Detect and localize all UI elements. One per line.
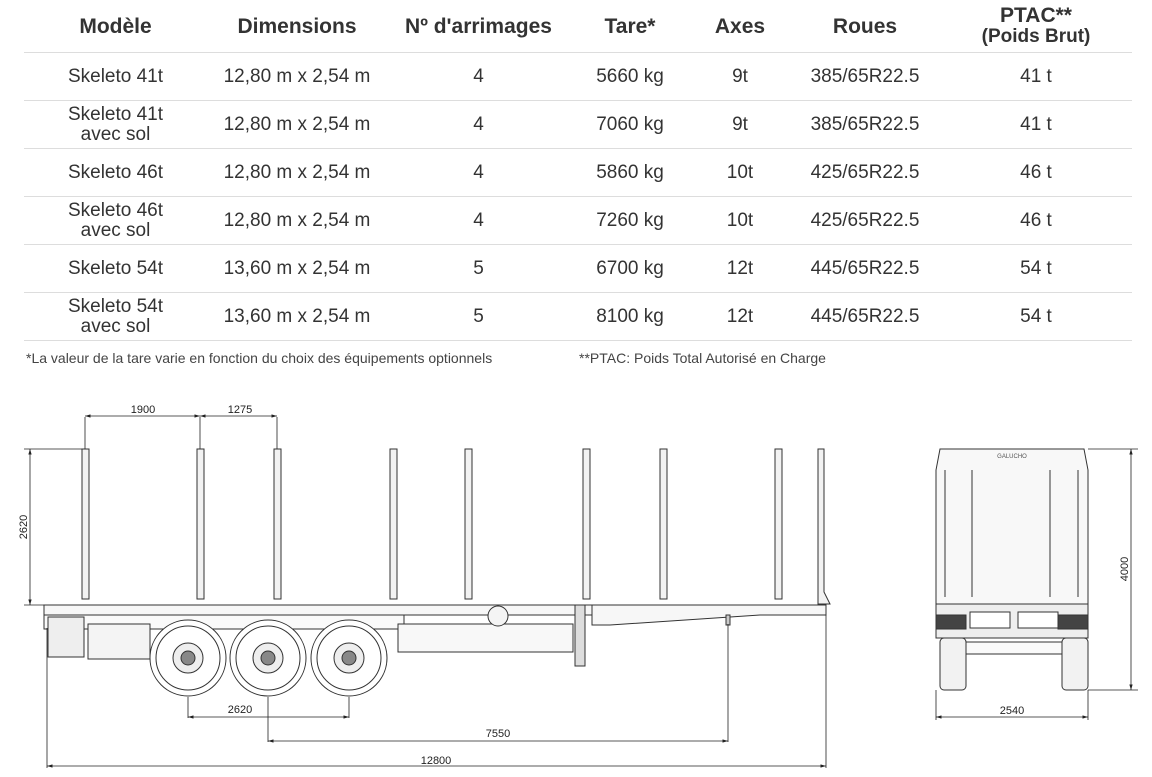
cell-tare: 5860 kg	[570, 148, 690, 197]
dim-wheelbase: 7550	[486, 728, 510, 740]
cell-axes: 10t	[690, 196, 790, 245]
cell-roues: 445/65R22.5	[790, 292, 940, 341]
header-dimensions: Dimensions	[207, 0, 387, 53]
cell-arrimages: 4	[387, 196, 570, 245]
cell-arrimages: 4	[387, 100, 570, 149]
header-model: Modèle	[24, 0, 207, 53]
tare-footnote: *La valeur de la tare varie en fonction …	[26, 350, 493, 366]
ptac-footnote: **PTAC: Poids Total Autorisé en Charge	[579, 350, 826, 366]
cell-arrimages: 5	[387, 244, 570, 293]
header-arrimages: Nº d'arrimages	[387, 0, 570, 53]
header-ptac-sub: (Poids Brut)	[981, 26, 1091, 47]
cell-arrimages: 5	[387, 292, 570, 341]
header-roues: Roues	[790, 0, 940, 53]
header-tare: Tare*	[570, 0, 690, 53]
cell-axes: 10t	[690, 148, 790, 197]
cell-roues: 445/65R22.5	[790, 244, 940, 293]
cell-model: Skeleto 54t avec sol	[24, 292, 207, 341]
spec-table: Modèle Dimensions Nº d'arrimages Tare* A…	[24, 0, 1132, 341]
cell-roues: 425/65R22.5	[790, 196, 940, 245]
cell-dimensions: 13,60 m x 2,54 m	[207, 244, 387, 293]
trailer-drawing: 1900 1275 2620 2620 7550 12800 GALUCHO 4…	[18, 404, 1138, 768]
cell-dimensions: 12,80 m x 2,54 m	[207, 196, 387, 245]
rear-view	[935, 448, 1089, 691]
cell-dimensions: 12,80 m x 2,54 m	[207, 100, 387, 149]
dim-height: 2620	[18, 515, 30, 539]
dim-post-spacing-1: 1900	[131, 404, 155, 416]
cell-ptac: 41 t	[940, 52, 1132, 101]
cell-tare: 8100 kg	[570, 292, 690, 341]
cell-dimensions: 12,80 m x 2,54 m	[207, 148, 387, 197]
wheels	[149, 619, 388, 697]
cell-model: Skeleto 41t avec sol	[24, 100, 207, 149]
stakes	[81, 448, 831, 605]
cell-arrimages: 4	[387, 148, 570, 197]
cell-ptac: 41 t	[940, 100, 1132, 149]
dim-rear-width: 2540	[1000, 705, 1024, 717]
cell-axes: 9t	[690, 52, 790, 101]
cell-tare: 7060 kg	[570, 100, 690, 149]
cell-model: Skeleto 46t avec sol	[24, 196, 207, 245]
dim-rear-height: 4000	[1119, 557, 1131, 581]
cell-tare: 7260 kg	[570, 196, 690, 245]
cell-tare: 6700 kg	[570, 244, 690, 293]
cell-ptac: 46 t	[940, 196, 1132, 245]
side-dimensions	[24, 414, 827, 768]
cell-dimensions: 13,60 m x 2,54 m	[207, 292, 387, 341]
chassis	[43, 604, 827, 667]
side-view	[43, 448, 831, 697]
table-header-row: Modèle Dimensions Nº d'arrimages Tare* A…	[24, 0, 1132, 53]
header-ptac: PTAC** (Poids Brut)	[940, 0, 1132, 53]
cell-model: Skeleto 46t	[24, 148, 207, 197]
dim-axle-spread: 2620	[228, 704, 252, 716]
dim-post-spacing-2: 1275	[228, 404, 252, 416]
cell-dimensions: 12,80 m x 2,54 m	[207, 52, 387, 101]
cell-ptac: 54 t	[940, 292, 1132, 341]
cell-tare: 5660 kg	[570, 52, 690, 101]
cell-model: Skeleto 41t	[24, 52, 207, 101]
cell-model: Skeleto 54t	[24, 244, 207, 293]
cell-roues: 385/65R22.5	[790, 52, 940, 101]
cell-axes: 12t	[690, 292, 790, 341]
dim-total-length: 12800	[421, 755, 452, 767]
cell-roues: 385/65R22.5	[790, 100, 940, 149]
rear-dimensions	[935, 448, 1138, 720]
cell-axes: 12t	[690, 244, 790, 293]
header-ptac-label: PTAC**	[1000, 4, 1072, 27]
cell-roues: 425/65R22.5	[790, 148, 940, 197]
brand-logo: GALUCHO	[997, 454, 1027, 460]
header-axes: Axes	[690, 0, 790, 53]
cell-ptac: 46 t	[940, 148, 1132, 197]
cell-ptac: 54 t	[940, 244, 1132, 293]
cell-arrimages: 4	[387, 52, 570, 101]
cell-axes: 9t	[690, 100, 790, 149]
